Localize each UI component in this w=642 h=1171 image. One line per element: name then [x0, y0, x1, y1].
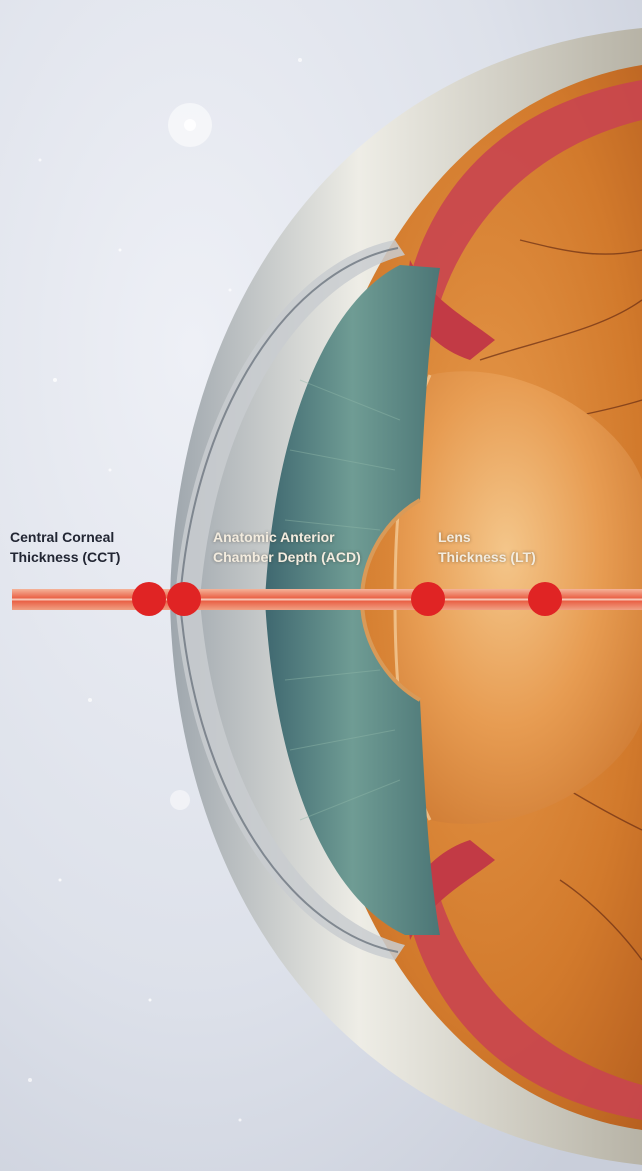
- label-cct-line2: Thickness (CCT): [10, 547, 120, 567]
- label-acd-line2: Chamber Depth (ACD): [213, 547, 361, 567]
- label-acd: Anatomic Anterior Chamber Depth (ACD): [213, 527, 361, 567]
- label-lt-line2: Thickness (LT): [438, 547, 536, 567]
- label-cct-line1: Central Corneal: [10, 527, 120, 547]
- marker-cct-anterior: [132, 582, 166, 616]
- label-cct: Central Corneal Thickness (CCT): [10, 527, 120, 567]
- marker-lens-posterior: [528, 582, 562, 616]
- marker-lens-anterior: [411, 582, 445, 616]
- label-acd-line1: Anatomic Anterior: [213, 527, 361, 547]
- label-lt: Lens Thickness (LT): [438, 527, 536, 567]
- label-lt-line1: Lens: [438, 527, 536, 547]
- marker-cct-posterior: [167, 582, 201, 616]
